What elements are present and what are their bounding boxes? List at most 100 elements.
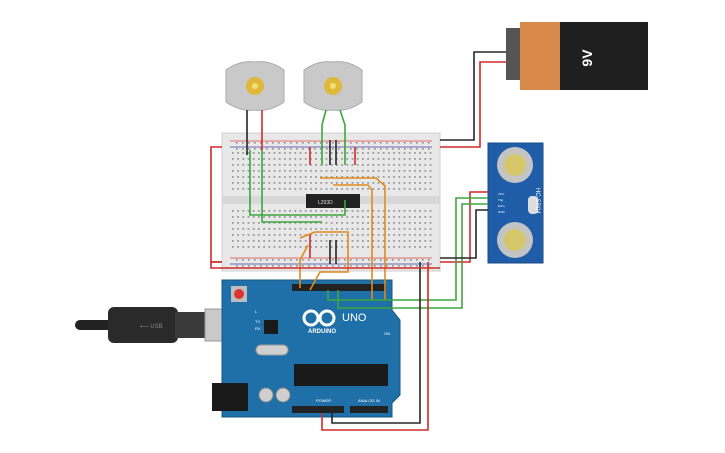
rail-hole	[422, 259, 424, 261]
rail-hole	[308, 265, 310, 267]
breadboard-hole	[237, 210, 239, 212]
breadboard-hole	[268, 234, 271, 236]
breadboard-hole	[237, 216, 239, 218]
wire-orange-2	[333, 184, 373, 300]
breadboard-hole	[232, 216, 234, 218]
breadboard-hole	[242, 228, 245, 230]
hc-sr04-sensor[interactable]: HC-SR04 VCC Trig Echo GND	[487, 142, 544, 264]
breadboard-hole	[356, 228, 359, 230]
breadboard-hole	[398, 176, 401, 178]
breadboard-hole	[429, 228, 432, 230]
breadboard-hole	[372, 152, 375, 154]
breadboard-hole	[429, 216, 432, 218]
breadboard-hole	[419, 216, 421, 218]
breadboard-hole	[284, 234, 286, 236]
battery-9v[interactable]: 9V	[506, 22, 648, 90]
rail-hole	[410, 142, 412, 144]
rail-hole	[368, 148, 370, 150]
breadboard-hole	[429, 246, 432, 248]
breadboard-hole	[408, 228, 411, 230]
rail-hole	[284, 148, 286, 150]
breadboard-hole	[289, 234, 291, 236]
breadboard-hole	[252, 222, 255, 224]
rail-hole	[404, 265, 406, 267]
rail-hole	[422, 142, 424, 144]
breadboard-hole	[403, 188, 406, 190]
breadboard-hole	[242, 176, 245, 178]
breadboard-hole	[237, 228, 239, 230]
breadboard-hole	[278, 240, 281, 242]
arduino-uno-board[interactable]: ARDUINO UNO TX RX L ON POWER ANALOG IN	[212, 279, 401, 418]
breadboard-hole	[367, 158, 369, 160]
breadboard-hole	[320, 188, 323, 190]
breadboard-hole	[289, 164, 291, 166]
breadboard-hole	[408, 234, 411, 236]
breadboard-hole	[341, 222, 343, 224]
rail-hole	[356, 142, 358, 144]
breadboard-hole	[304, 246, 307, 248]
rail-hole	[278, 148, 280, 150]
dc-motor-right[interactable]	[303, 61, 363, 111]
breadboard-hole	[252, 164, 255, 166]
breadboard-hole	[408, 164, 411, 166]
rail-hole	[368, 265, 370, 267]
breadboard-hole	[424, 170, 427, 172]
breadboard-hole	[252, 240, 255, 242]
breadboard-hole	[268, 152, 271, 154]
rail-hole	[326, 148, 328, 150]
breadboard-hole	[232, 158, 234, 160]
breadboard-hole	[388, 182, 390, 184]
breadboard-hole	[403, 176, 406, 178]
breadboard-hole	[341, 228, 343, 230]
breadboard-hole	[362, 210, 364, 212]
breadboard-hole	[419, 246, 421, 248]
breadboard-hole	[424, 222, 427, 224]
breadboard-hole	[341, 164, 343, 166]
breadboard-hole	[304, 170, 307, 172]
breadboard-hole	[419, 182, 421, 184]
breadboard-hole	[346, 164, 349, 166]
breadboard-hole	[341, 176, 343, 178]
l293d-chip[interactable]: L293D	[306, 194, 360, 208]
breadboard-hole	[304, 182, 307, 184]
dc-motor-left[interactable]	[225, 61, 285, 111]
breadboard-hole	[299, 152, 302, 154]
breadboard-hole	[320, 170, 323, 172]
breadboard-hole	[315, 164, 317, 166]
breadboard-hole	[258, 246, 260, 248]
rail-hole	[236, 259, 238, 261]
rail-hole	[308, 142, 310, 144]
breadboard-hole	[232, 164, 234, 166]
rail-hole	[386, 265, 388, 267]
breadboard-hole	[242, 170, 245, 172]
breadboard-hole	[414, 176, 416, 178]
rail-hole	[266, 265, 268, 267]
rail-hole	[392, 148, 394, 150]
breadboard-hole	[393, 222, 395, 224]
breadboard-hole	[299, 210, 302, 212]
rail-hole	[350, 265, 352, 267]
breadboard-hole	[330, 234, 333, 236]
breadboard-hole	[382, 228, 385, 230]
breadboard-hole	[388, 176, 390, 178]
rail-hole	[350, 142, 352, 144]
breadboard-hole	[388, 188, 390, 190]
rail-hole	[398, 148, 400, 150]
breadboard-hole	[299, 222, 302, 224]
breadboard-hole	[346, 152, 349, 154]
breadboard-hole	[284, 182, 286, 184]
breadboard-hole	[372, 176, 375, 178]
breadboard-hole	[429, 164, 432, 166]
breadboard-hole	[273, 216, 276, 218]
breadboard-hole	[258, 170, 260, 172]
breadboard-hole	[268, 222, 271, 224]
rail-hole	[266, 148, 268, 150]
breadboard-hole	[393, 210, 395, 212]
breadboard-hole	[388, 164, 390, 166]
wire-bottom-rail-red	[210, 261, 440, 269]
breadboard-hole	[315, 222, 317, 224]
breadboard-hole	[414, 164, 416, 166]
breadboard-hole	[336, 170, 338, 172]
breadboard-hole	[320, 222, 323, 224]
wire-arduino-gnd	[331, 262, 421, 424]
